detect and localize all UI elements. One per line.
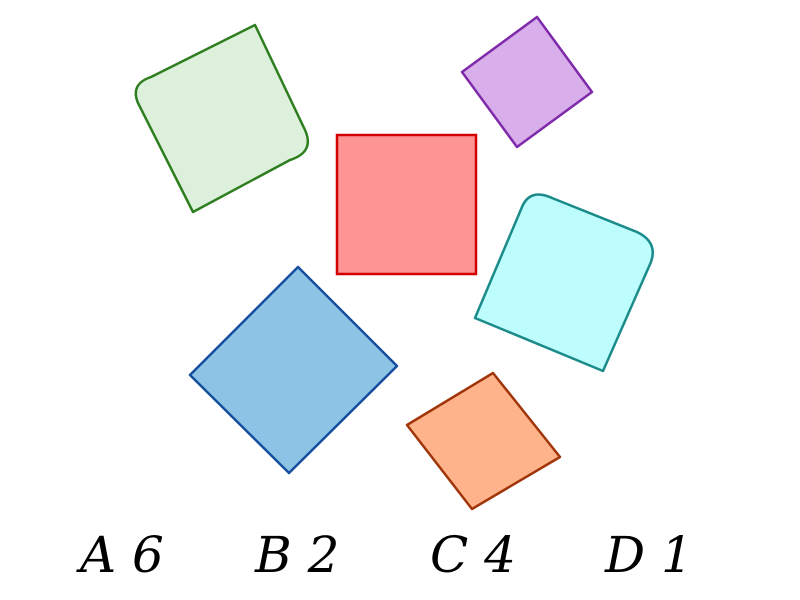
purple-square <box>460 15 594 149</box>
blue-square <box>188 265 399 475</box>
option-d-label: D 1 <box>604 526 693 584</box>
red-square <box>335 133 478 276</box>
option-c-label: C 4 <box>430 526 516 584</box>
orange-square <box>405 371 562 511</box>
green-square <box>134 23 310 214</box>
option-b-label: B 2 <box>254 526 339 584</box>
cyan-square <box>473 193 654 373</box>
option-a-label: A 6 <box>76 526 164 584</box>
